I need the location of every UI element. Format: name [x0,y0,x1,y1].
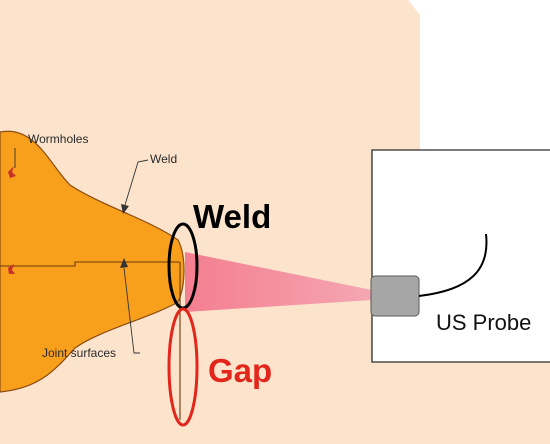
us-probe-cable [418,233,488,297]
us-probe-label: US Probe [436,310,531,335]
joint-surfaces-label: Joint surfaces [42,346,116,360]
weld-large-label: Weld [193,198,271,235]
gap-label: Gap [208,352,272,389]
wormholes-label: Wormholes [28,132,88,146]
weld-leader-arrow [121,204,129,214]
plate-cutout-outline [371,149,550,363]
weld-small-label: Weld [150,152,177,166]
joint-surface-line [0,261,180,267]
joint-surfaces-leader-arrow [120,258,128,268]
weld-leader [124,159,149,206]
ultrasound-beam [185,252,372,312]
us-probe-body [370,275,420,317]
wormhole-marker-icon [8,166,16,274]
gap-highlight-oval [167,307,199,427]
joint-surfaces-leader [123,267,140,354]
